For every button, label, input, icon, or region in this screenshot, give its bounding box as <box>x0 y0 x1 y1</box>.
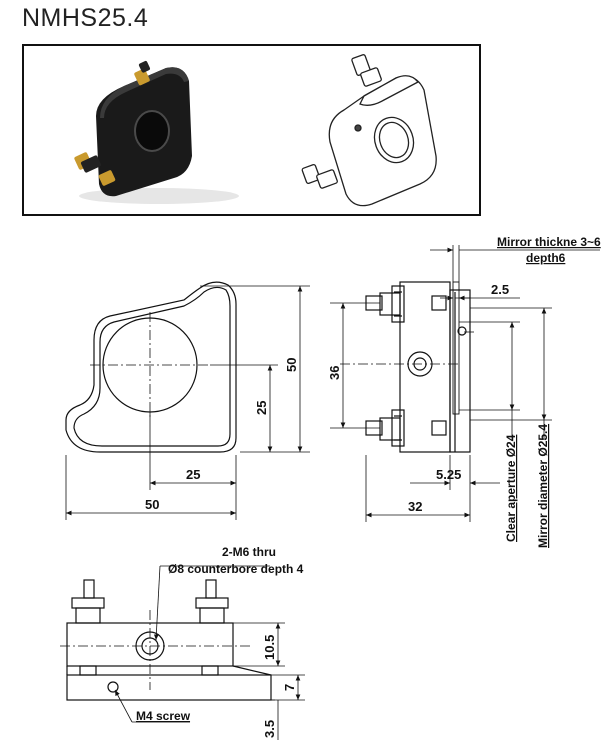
front-view <box>65 281 237 453</box>
bottom-view <box>60 579 272 701</box>
note-mount-holes-1: 2-M6 thru <box>222 545 276 559</box>
lineart-mount-render <box>301 54 437 207</box>
note-clear-aperture: Clear aperture Ø24 <box>504 434 518 542</box>
dim-mirror-offset: 2.5 <box>491 282 509 297</box>
dim-front-height: 50 <box>284 358 299 372</box>
note-mount-holes-2: Ø8 counterbore depth 4 <box>168 562 304 576</box>
dim-side-spacing: 36 <box>327 366 342 380</box>
dim-front-center-x: 25 <box>186 467 200 482</box>
dim-bottom-height-2: 7 <box>282 684 297 691</box>
dim-bottom-height-3: 3.5 <box>262 720 277 738</box>
note-mirror-thickness-1: Mirror thickne 3~6 <box>497 235 601 249</box>
dim-side-depth: 32 <box>408 499 422 514</box>
side-dimensions <box>330 245 600 522</box>
product-renders <box>74 54 437 207</box>
note-m4-screw: M4 screw <box>136 709 191 723</box>
dim-front-center-y: 25 <box>254 401 269 415</box>
dim-side-offset: 5.25 <box>436 467 461 482</box>
dim-bottom-height-1: 10.5 <box>262 635 277 660</box>
note-mirror-thickness-2: depth6 <box>526 251 566 265</box>
note-mirror-diameter: Mirror diameter Ø25.4 <box>536 424 550 548</box>
product-photo-panel <box>22 44 481 216</box>
black-mount-render <box>74 61 239 204</box>
side-view <box>340 281 471 453</box>
dim-front-width: 50 <box>145 497 159 512</box>
product-title: NMHS25.4 <box>22 4 149 32</box>
front-dimensions <box>65 285 310 520</box>
bottom-dimensions <box>114 565 305 740</box>
